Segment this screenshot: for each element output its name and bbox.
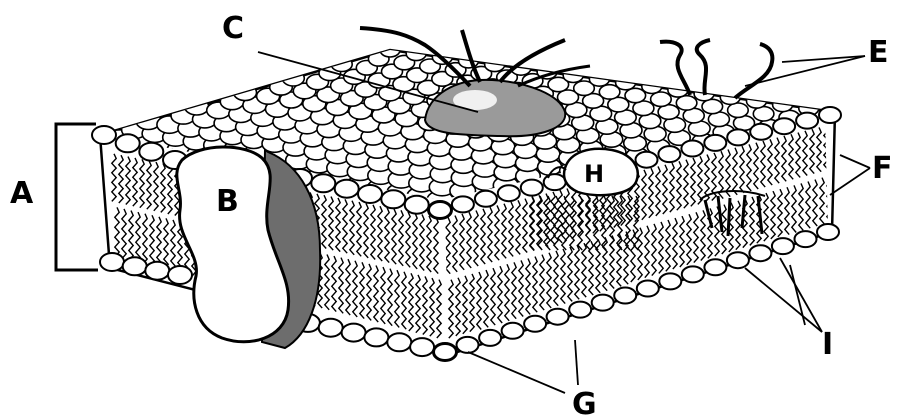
phospholipid-head <box>681 141 703 157</box>
phospholipid-head <box>139 143 163 161</box>
label-a: A <box>10 176 34 211</box>
phospholipid-head <box>358 185 382 203</box>
phospholipid-head <box>410 338 434 356</box>
phospholipid-head <box>311 174 335 192</box>
phospholipid-head <box>335 180 359 198</box>
phospholipid-head <box>682 266 704 282</box>
phospholipid-head <box>676 96 697 110</box>
label-c: C <box>222 11 244 46</box>
phospholipid-head <box>727 252 749 268</box>
bilayer-bracket <box>56 124 98 270</box>
phospholipid-head <box>658 146 680 162</box>
phospholipid-head <box>795 231 817 247</box>
phospholipid-head <box>100 253 124 271</box>
phospholipid-head <box>524 316 546 332</box>
phospholipid-head <box>819 107 841 123</box>
phospholipid-head <box>544 174 566 190</box>
phospholipid-head <box>749 245 771 261</box>
phospholipid-head <box>796 113 818 129</box>
phospholipid-head <box>521 180 543 196</box>
phospholipid-head <box>475 191 497 207</box>
label-g: G <box>572 387 597 420</box>
phospholipid-head <box>750 124 772 140</box>
label-f: F <box>872 151 893 186</box>
phospholipid-head <box>636 152 658 168</box>
phospholipid-head <box>817 224 839 240</box>
phospholipid-head <box>457 337 479 353</box>
phospholipid-head <box>704 259 726 275</box>
phospholipid-head <box>614 288 636 304</box>
phospholipid-head <box>704 135 726 151</box>
phospholipid-head <box>773 118 795 134</box>
phospholipid-head <box>331 57 352 72</box>
phospholipid-head <box>405 196 429 214</box>
channel-protein <box>177 147 320 348</box>
phospholipid-head <box>498 185 520 201</box>
phospholipid-head <box>452 196 474 212</box>
phospholipid-head <box>434 344 456 360</box>
phospholipid-head <box>123 257 147 275</box>
phospholipid-head <box>637 281 659 297</box>
phospholipid-head <box>502 323 524 339</box>
phospholipid-head <box>387 333 411 351</box>
phospholipid-head <box>145 262 169 280</box>
phospholipid-head <box>319 319 343 337</box>
phospholipid-head <box>569 302 591 318</box>
phospholipid-head <box>381 190 405 208</box>
phospholipid-head <box>479 330 501 346</box>
phospholipid-head <box>727 129 749 145</box>
phospholipid-head <box>168 266 192 284</box>
phospholipid-head <box>592 295 614 311</box>
label-i: I <box>822 327 833 362</box>
label-b: B <box>216 184 239 219</box>
phospholipid-head <box>234 85 257 101</box>
phospholipid-head <box>429 202 451 218</box>
phospholipid-head <box>659 273 681 289</box>
phospholipid-head <box>547 309 569 325</box>
phospholipid-head <box>342 324 366 342</box>
phospholipid-head <box>92 126 116 144</box>
phospholipid-head <box>772 238 794 254</box>
phospholipid-head <box>116 134 140 152</box>
label-e: E <box>868 35 889 70</box>
label-h: H <box>584 160 604 188</box>
phospholipid-head <box>364 328 388 346</box>
phospholipid-head <box>185 98 209 115</box>
